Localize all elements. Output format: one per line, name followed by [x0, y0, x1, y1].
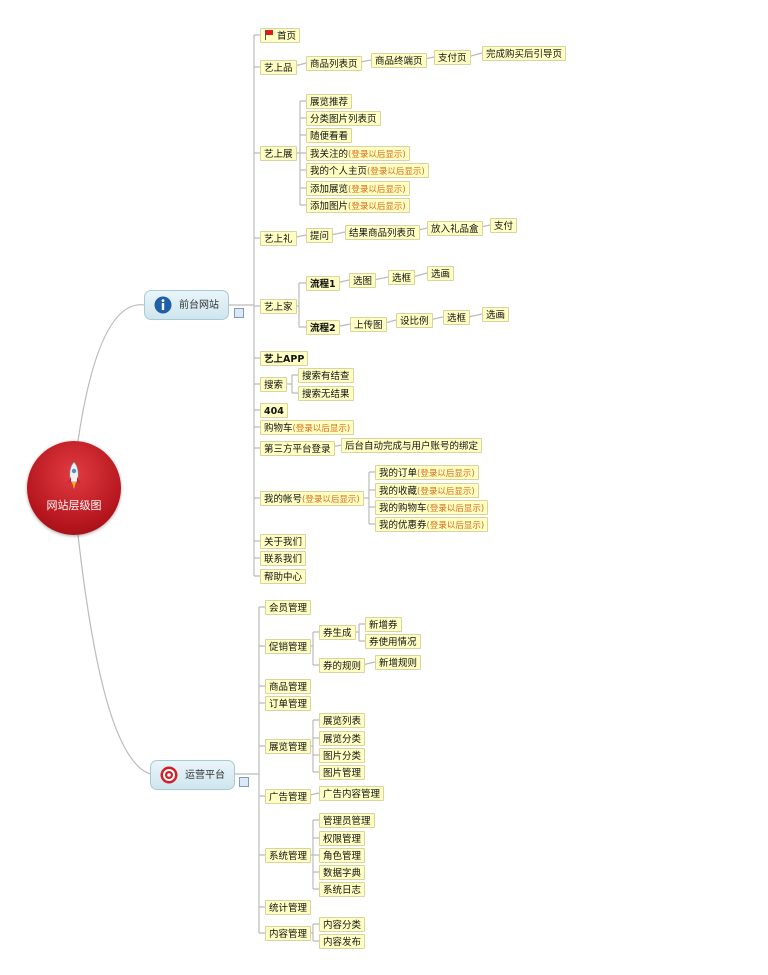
info-icon — [154, 296, 172, 314]
node-help[interactable]: 帮助中心 — [260, 569, 307, 584]
node-search-none[interactable]: 搜索无结果 — [298, 386, 354, 401]
node-stats[interactable]: 统计管理 — [265, 900, 312, 915]
node-coupon-gen[interactable]: 券生成 — [319, 625, 356, 640]
node-image-mgmt[interactable]: 图片管理 — [319, 765, 366, 780]
node-system[interactable]: 系统管理 — [265, 848, 312, 863]
node-exhibit-recommend[interactable]: 展览推荐 — [306, 94, 353, 109]
flag-icon — [264, 30, 274, 40]
node-my-home[interactable]: 我的个人主页(登录以后显示) — [306, 163, 429, 178]
node-404[interactable]: 404 — [260, 403, 288, 418]
node-flow1[interactable]: 流程1 — [306, 276, 340, 291]
node-my-favorites[interactable]: 我的收藏(登录以后显示) — [375, 483, 479, 498]
node-yili[interactable]: 艺上礼 — [260, 231, 297, 246]
note-icon[interactable] — [239, 777, 249, 787]
node-gift-pay[interactable]: 支付 — [490, 218, 518, 233]
node-cart[interactable]: 购物车(登录以后显示) — [260, 420, 355, 435]
node-about[interactable]: 关于我们 — [260, 534, 307, 549]
hub-label: 运营平台 — [185, 770, 225, 781]
node-home[interactable]: 首页 — [260, 28, 301, 43]
node-pick-frame-2[interactable]: 选框 — [443, 310, 471, 325]
node-admins[interactable]: 管理员管理 — [319, 813, 375, 828]
node-my-coupons[interactable]: 我的优惠券(登录以后显示) — [375, 517, 489, 532]
note-icon[interactable] — [234, 308, 244, 318]
node-pick-image[interactable]: 选图 — [349, 273, 377, 288]
node-image-cat[interactable]: 图片分类 — [319, 748, 366, 763]
root-node[interactable]: 网站层级图 — [27, 441, 121, 535]
node-ads[interactable]: 广告管理 — [265, 789, 312, 804]
node-dictionary[interactable]: 数据字典 — [319, 865, 366, 880]
node-content-cat[interactable]: 内容分类 — [319, 917, 366, 932]
node-members[interactable]: 会员管理 — [265, 600, 312, 615]
node-browse[interactable]: 随便看看 — [306, 128, 353, 143]
node-my-orders[interactable]: 我的订单(登录以后显示) — [375, 465, 479, 480]
node-pick-painting-2[interactable]: 选画 — [482, 307, 510, 322]
node-goods[interactable]: 商品管理 — [265, 679, 312, 694]
node-pick-painting-1[interactable]: 选画 — [427, 266, 455, 281]
node-new-coupon[interactable]: 新增券 — [365, 617, 402, 632]
node-product-list[interactable]: 商品列表页 — [306, 56, 362, 71]
node-coupon-usage[interactable]: 券使用情况 — [365, 634, 421, 649]
node-my-follow[interactable]: 我关注的(登录以后显示) — [306, 146, 410, 161]
node-category-images[interactable]: 分类图片列表页 — [306, 111, 381, 126]
node-new-rule[interactable]: 新增规则 — [375, 655, 422, 670]
node-search-result[interactable]: 搜索有结查 — [298, 368, 354, 383]
node-ad-content[interactable]: 广告内容管理 — [319, 786, 385, 801]
node-orders[interactable]: 订单管理 — [265, 696, 312, 711]
node-exhibit-mgmt[interactable]: 展览管理 — [265, 739, 312, 754]
node-app[interactable]: 艺上APP — [260, 351, 309, 366]
node-promo[interactable]: 促销管理 — [265, 639, 312, 654]
node-result-list[interactable]: 结果商品列表页 — [345, 225, 420, 240]
node-my-account[interactable]: 我的帐号(登录以后显示) — [260, 491, 364, 506]
target-icon — [160, 766, 178, 784]
node-exhibit-list[interactable]: 展览列表 — [319, 713, 366, 728]
node-upload-image[interactable]: 上传图 — [350, 317, 387, 332]
node-roles[interactable]: 角色管理 — [319, 848, 366, 863]
node-yipin[interactable]: 艺上品 — [260, 60, 297, 75]
node-ask[interactable]: 提问 — [306, 228, 334, 243]
node-product-detail[interactable]: 商品终端页 — [371, 53, 427, 68]
node-content[interactable]: 内容管理 — [265, 926, 312, 941]
node-search[interactable]: 搜索 — [260, 377, 288, 392]
hub-ops-platform[interactable]: 运营平台 — [150, 760, 235, 790]
rocket-icon — [67, 461, 81, 489]
node-third-login[interactable]: 第三方平台登录 — [260, 441, 335, 456]
node-coupon-rules[interactable]: 券的规则 — [319, 658, 366, 673]
node-yijia[interactable]: 艺上家 — [260, 299, 297, 314]
node-exhibit-cat[interactable]: 展览分类 — [319, 731, 366, 746]
node-set-ratio[interactable]: 设比例 — [396, 313, 433, 328]
root-label: 网站层级图 — [46, 499, 102, 512]
node-add-image[interactable]: 添加图片(登录以后显示) — [306, 198, 410, 213]
node-auto-bind[interactable]: 后台自动完成与用户账号的绑定 — [341, 438, 483, 453]
node-flow2[interactable]: 流程2 — [306, 320, 340, 335]
hub-label: 前台网站 — [179, 300, 219, 311]
node-my-cart[interactable]: 我的购物车(登录以后显示) — [375, 500, 489, 515]
node-syslog[interactable]: 系统日志 — [319, 882, 366, 897]
node-pick-frame-1[interactable]: 选框 — [388, 270, 416, 285]
node-yizhan[interactable]: 艺上展 — [260, 146, 297, 161]
node-gift-box[interactable]: 放入礼品盒 — [427, 221, 483, 236]
node-contact[interactable]: 联系我们 — [260, 551, 307, 566]
node-after-buy[interactable]: 完成购买后引导页 — [482, 46, 567, 61]
node-permissions[interactable]: 权限管理 — [319, 831, 366, 846]
node-content-pub[interactable]: 内容发布 — [319, 934, 366, 949]
hub-front-website[interactable]: 前台网站 — [144, 290, 229, 320]
node-pay-page[interactable]: 支付页 — [434, 50, 471, 65]
node-add-exhibit[interactable]: 添加展览(登录以后显示) — [306, 181, 410, 196]
